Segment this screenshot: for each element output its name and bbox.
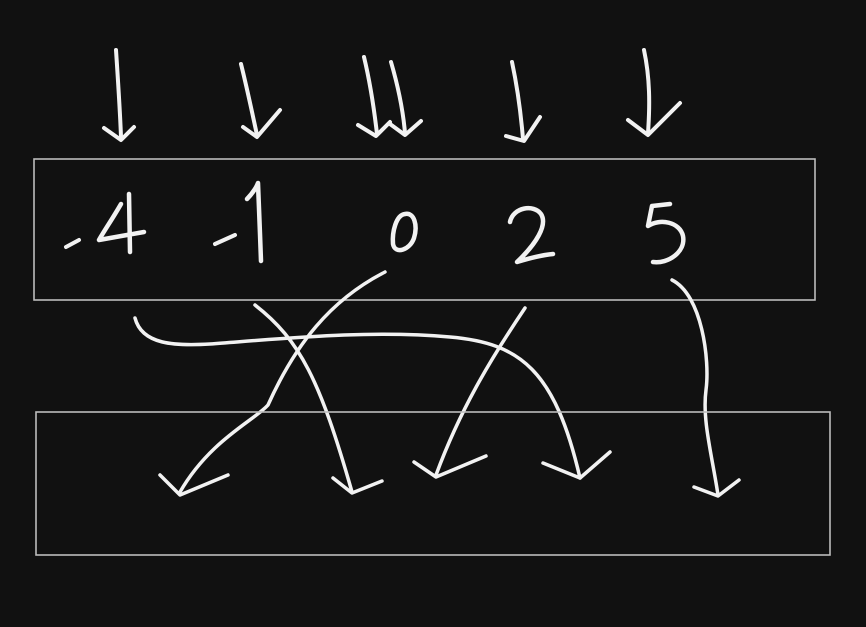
mapping-arrow-minus-4 [133, 316, 612, 480]
incoming-arrow-shaft [642, 48, 652, 135]
mapping-arrow-5 [670, 278, 741, 498]
incoming-arrow [504, 60, 542, 143]
curve [253, 303, 354, 494]
incoming-arrow [239, 62, 282, 139]
curve [670, 278, 720, 497]
incoming-arrow-shaft [239, 62, 259, 137]
incoming-arrow-shaft [510, 60, 525, 141]
curve [133, 316, 582, 480]
arrowhead [412, 454, 488, 479]
incoming-arrow [356, 55, 392, 138]
incoming-arrow [626, 48, 682, 137]
output-array-box [35, 411, 831, 556]
incoming-arrow-head [356, 120, 392, 138]
minus-sign [64, 238, 81, 249]
curve [434, 306, 527, 477]
digit-5 [645, 201, 686, 265]
arrowhead [331, 476, 384, 495]
digit-1 [244, 180, 264, 264]
curve [178, 270, 387, 494]
incoming-arrow [388, 60, 423, 137]
incoming-arrow-head [504, 115, 542, 143]
incoming-arrow [102, 48, 136, 142]
incoming-arrow-shaft [389, 60, 407, 135]
minus-sign [213, 233, 237, 246]
arrowhead [158, 473, 230, 497]
value-5 [645, 201, 686, 265]
incoming-arrows [102, 48, 682, 143]
mapping-arrow-minus-1 [253, 303, 384, 495]
digit-4 [96, 191, 147, 255]
incoming-arrow-head [626, 101, 682, 137]
digit-2 [507, 205, 556, 265]
incoming-arrow-head [241, 108, 282, 139]
mapping-arrow-0 [158, 270, 387, 497]
incoming-arrow-head [388, 119, 423, 137]
value-minus-1 [213, 180, 264, 264]
incoming-arrow-head [102, 125, 136, 142]
input-array-box [33, 158, 816, 301]
incoming-arrow-shaft [362, 55, 379, 136]
digit-0 [390, 211, 418, 253]
value-minus-4 [64, 191, 147, 255]
incoming-arrow-shaft [114, 48, 123, 139]
value-0 [390, 211, 418, 253]
arrowhead [541, 450, 612, 480]
arrowhead [692, 478, 741, 498]
mapping-arrows [133, 270, 741, 498]
input-values [64, 180, 686, 265]
value-2 [507, 205, 556, 265]
mapping-arrow-2 [412, 306, 527, 479]
